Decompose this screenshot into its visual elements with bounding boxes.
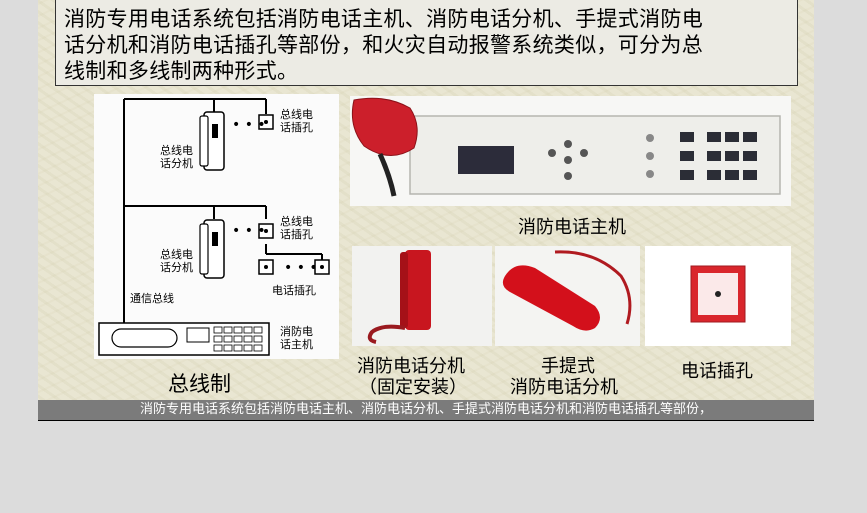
dots: • • •	[284, 260, 318, 276]
label-bus-phone-1b: 话分机	[160, 157, 193, 170]
fixed-phone-icon	[199, 219, 225, 279]
diagram-wiring	[98, 98, 330, 356]
handheld-phone-photo	[495, 246, 640, 346]
caption-host: 消防电话主机	[518, 217, 626, 238]
label-bus-phone-2b: 话分机	[160, 261, 193, 274]
label-bus-jack-2a: 总线电	[280, 215, 313, 228]
diagram-title: 总线制	[168, 372, 231, 396]
host-unit-icon	[98, 322, 270, 356]
label-bus-jack-1b: 话插孔	[280, 121, 313, 134]
handheld-microphone-icon	[351, 97, 418, 197]
caption-handheld-a: 手提式	[541, 356, 595, 377]
intro-line-1: 消防专用电话系统包括消防电话主机、消防电话分机、手提式消防电	[64, 7, 703, 31]
intro-line-3: 线制和多线制两种形式。	[64, 59, 299, 83]
label-bus-line: 通信总线	[130, 292, 174, 305]
fixed-phone-icon	[199, 111, 225, 171]
caption-fixed-install: （固定安装）	[359, 377, 467, 398]
caption-jack: 电话插孔	[681, 361, 753, 382]
label-jack: 电话插孔	[272, 284, 316, 297]
fixed-phone-photo	[352, 246, 492, 346]
label-bus-phone-2a: 总线电	[160, 248, 193, 261]
bus-system-diagram: • • • • • • • • • 总线电 话插孔 总线电 话插孔 总线电 话分…	[94, 94, 339, 359]
intro-line-2: 话分机和消防电话插孔等部份，和火灾自动报警系统类似，可分为总	[64, 33, 703, 57]
label-bus-phone-1a: 总线电	[160, 144, 193, 157]
caption-handheld-b: 消防电话分机	[510, 377, 618, 398]
label-host-b: 话主机	[280, 338, 313, 351]
dots: • • •	[232, 223, 266, 239]
footer-caption: 消防专用电话系统包括消防电话主机、消防电话分机、手提式消防电话分机和消防电话插孔…	[38, 400, 814, 421]
phone-jack-photo	[645, 246, 791, 346]
label-bus-jack-1a: 总线电	[280, 108, 313, 121]
caption-fixed-phone: 消防电话分机	[357, 356, 465, 377]
dots: • • •	[232, 117, 266, 133]
host-unit-photo	[350, 96, 791, 206]
label-bus-jack-2b: 话插孔	[280, 228, 313, 241]
intro-text-box: 消防专用电话系统包括消防电话主机、消防电话分机、手提式消防电 话分机和消防电话插…	[55, 0, 798, 86]
label-host-a: 消防电	[280, 325, 313, 338]
